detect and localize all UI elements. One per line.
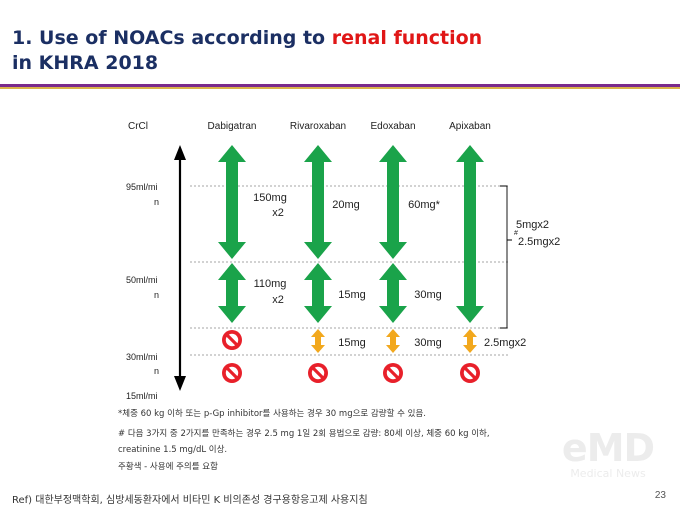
- apixaban-arrow-caution: [463, 329, 477, 353]
- emd-logo: eMD Medical News: [552, 428, 664, 480]
- edoxaban-dose-low: 30mg: [414, 337, 442, 349]
- reference-text: Ref) 대한부정맥학회, 심방세동환자에서 비타민 K 비의존성 경구용항응고…: [12, 495, 368, 506]
- rivaroxaban-arrow-upper: [304, 145, 332, 259]
- dabigatran-dose-low: 110mg: [254, 278, 287, 290]
- footnote-edoxaban: *체중 60 kg 이하 또는 p-Gp inhibitor를 사용하는 경우 …: [118, 409, 426, 419]
- crcl-axis-arrow: [174, 145, 186, 391]
- threshold-30-label-cont: n: [154, 366, 159, 376]
- emd-logo-main: eMD: [561, 426, 655, 470]
- edoxaban-dose-mid: 30mg: [414, 289, 442, 301]
- title-line1-prefix: 1. Use of NOACs according to: [12, 27, 332, 49]
- dabigatran-dose-high-freq: x2: [272, 207, 284, 219]
- dabigatran-arrow-lower: [218, 263, 246, 323]
- dabigatran-dose-low-freq: x2: [272, 294, 284, 306]
- apixaban-dose-standard: 5mgx2: [516, 219, 549, 231]
- threshold-50-label-cont: n: [154, 290, 159, 300]
- threshold-30-label: 30ml/mi: [126, 352, 158, 362]
- edoxaban-dose-high: 60mg*: [408, 199, 441, 211]
- rivaroxaban-arrow-lower: [304, 263, 332, 323]
- threshold-50-label: 50ml/mi: [126, 275, 158, 285]
- threshold-95-label: 95ml/mi: [126, 182, 158, 192]
- apixaban-dose-reduced: 2.5mgx2: [518, 236, 560, 248]
- drug-header-edoxaban: Edoxaban: [370, 121, 415, 132]
- footnote-orange-legend: 주황색 - 사용에 주의를 요함: [118, 462, 218, 472]
- dabigatran-contraindicated-icon-1: [220, 328, 244, 352]
- threshold-lines: [190, 185, 508, 356]
- rivaroxaban-contraindicated-icon: [306, 361, 330, 385]
- title-highlight: renal function: [331, 27, 483, 49]
- drug-header-rivaroxaban: Rivaroxaban: [290, 121, 346, 132]
- crcl-header: CrCl: [128, 121, 148, 132]
- rivaroxaban-dose-mid: 15mg: [338, 289, 366, 301]
- title-line2: in KHRA 2018: [12, 52, 159, 74]
- apixaban-contraindicated-icon: [458, 361, 482, 385]
- header-rule-purple: [0, 84, 680, 87]
- dabigatran-arrow-upper: [218, 145, 246, 259]
- apixaban-dose-marker: #: [514, 230, 518, 237]
- edoxaban-arrow-caution: [386, 329, 400, 353]
- page-number: 23: [654, 490, 666, 501]
- footnote-apixaban: # 다음 3가지 중 2가지를 만족하는 경우 2.5 mg 1일 2회 용법으…: [118, 429, 490, 439]
- emd-logo-sub: Medical News: [570, 467, 646, 480]
- threshold-95-label-cont: n: [154, 197, 159, 207]
- header-rule-gold: [0, 87, 680, 89]
- slide-title: 1. Use of NOACs according to renal funct…: [12, 26, 482, 76]
- rivaroxaban-dose-low: 15mg: [338, 337, 366, 349]
- dabigatran-dose-high: 150mg: [253, 192, 287, 204]
- rivaroxaban-dose-high: 20mg: [332, 199, 360, 211]
- apixaban-arrow-main: [456, 145, 484, 323]
- apixaban-dose-low: 2.5mgx2: [484, 337, 526, 349]
- threshold-15-label: 15ml/mi: [126, 391, 158, 400]
- edoxaban-arrow-lower: [379, 263, 407, 323]
- rivaroxaban-arrow-caution: [311, 329, 325, 353]
- edoxaban-arrow-upper: [379, 145, 407, 259]
- dabigatran-contraindicated-icon-2: [220, 361, 244, 385]
- drug-header-dabigatran: Dabigatran: [208, 121, 257, 132]
- edoxaban-contraindicated-icon: [381, 361, 405, 385]
- noac-dosing-diagram: CrCl Dabigatran Rivaroxaban Edoxaban Api…: [126, 121, 560, 400]
- drug-header-apixaban: Apixaban: [449, 121, 491, 132]
- apixaban-bracket: [500, 185, 512, 329]
- footnote-apixaban-cont: creatinine 1.5 mg/dL 이상.: [118, 445, 228, 455]
